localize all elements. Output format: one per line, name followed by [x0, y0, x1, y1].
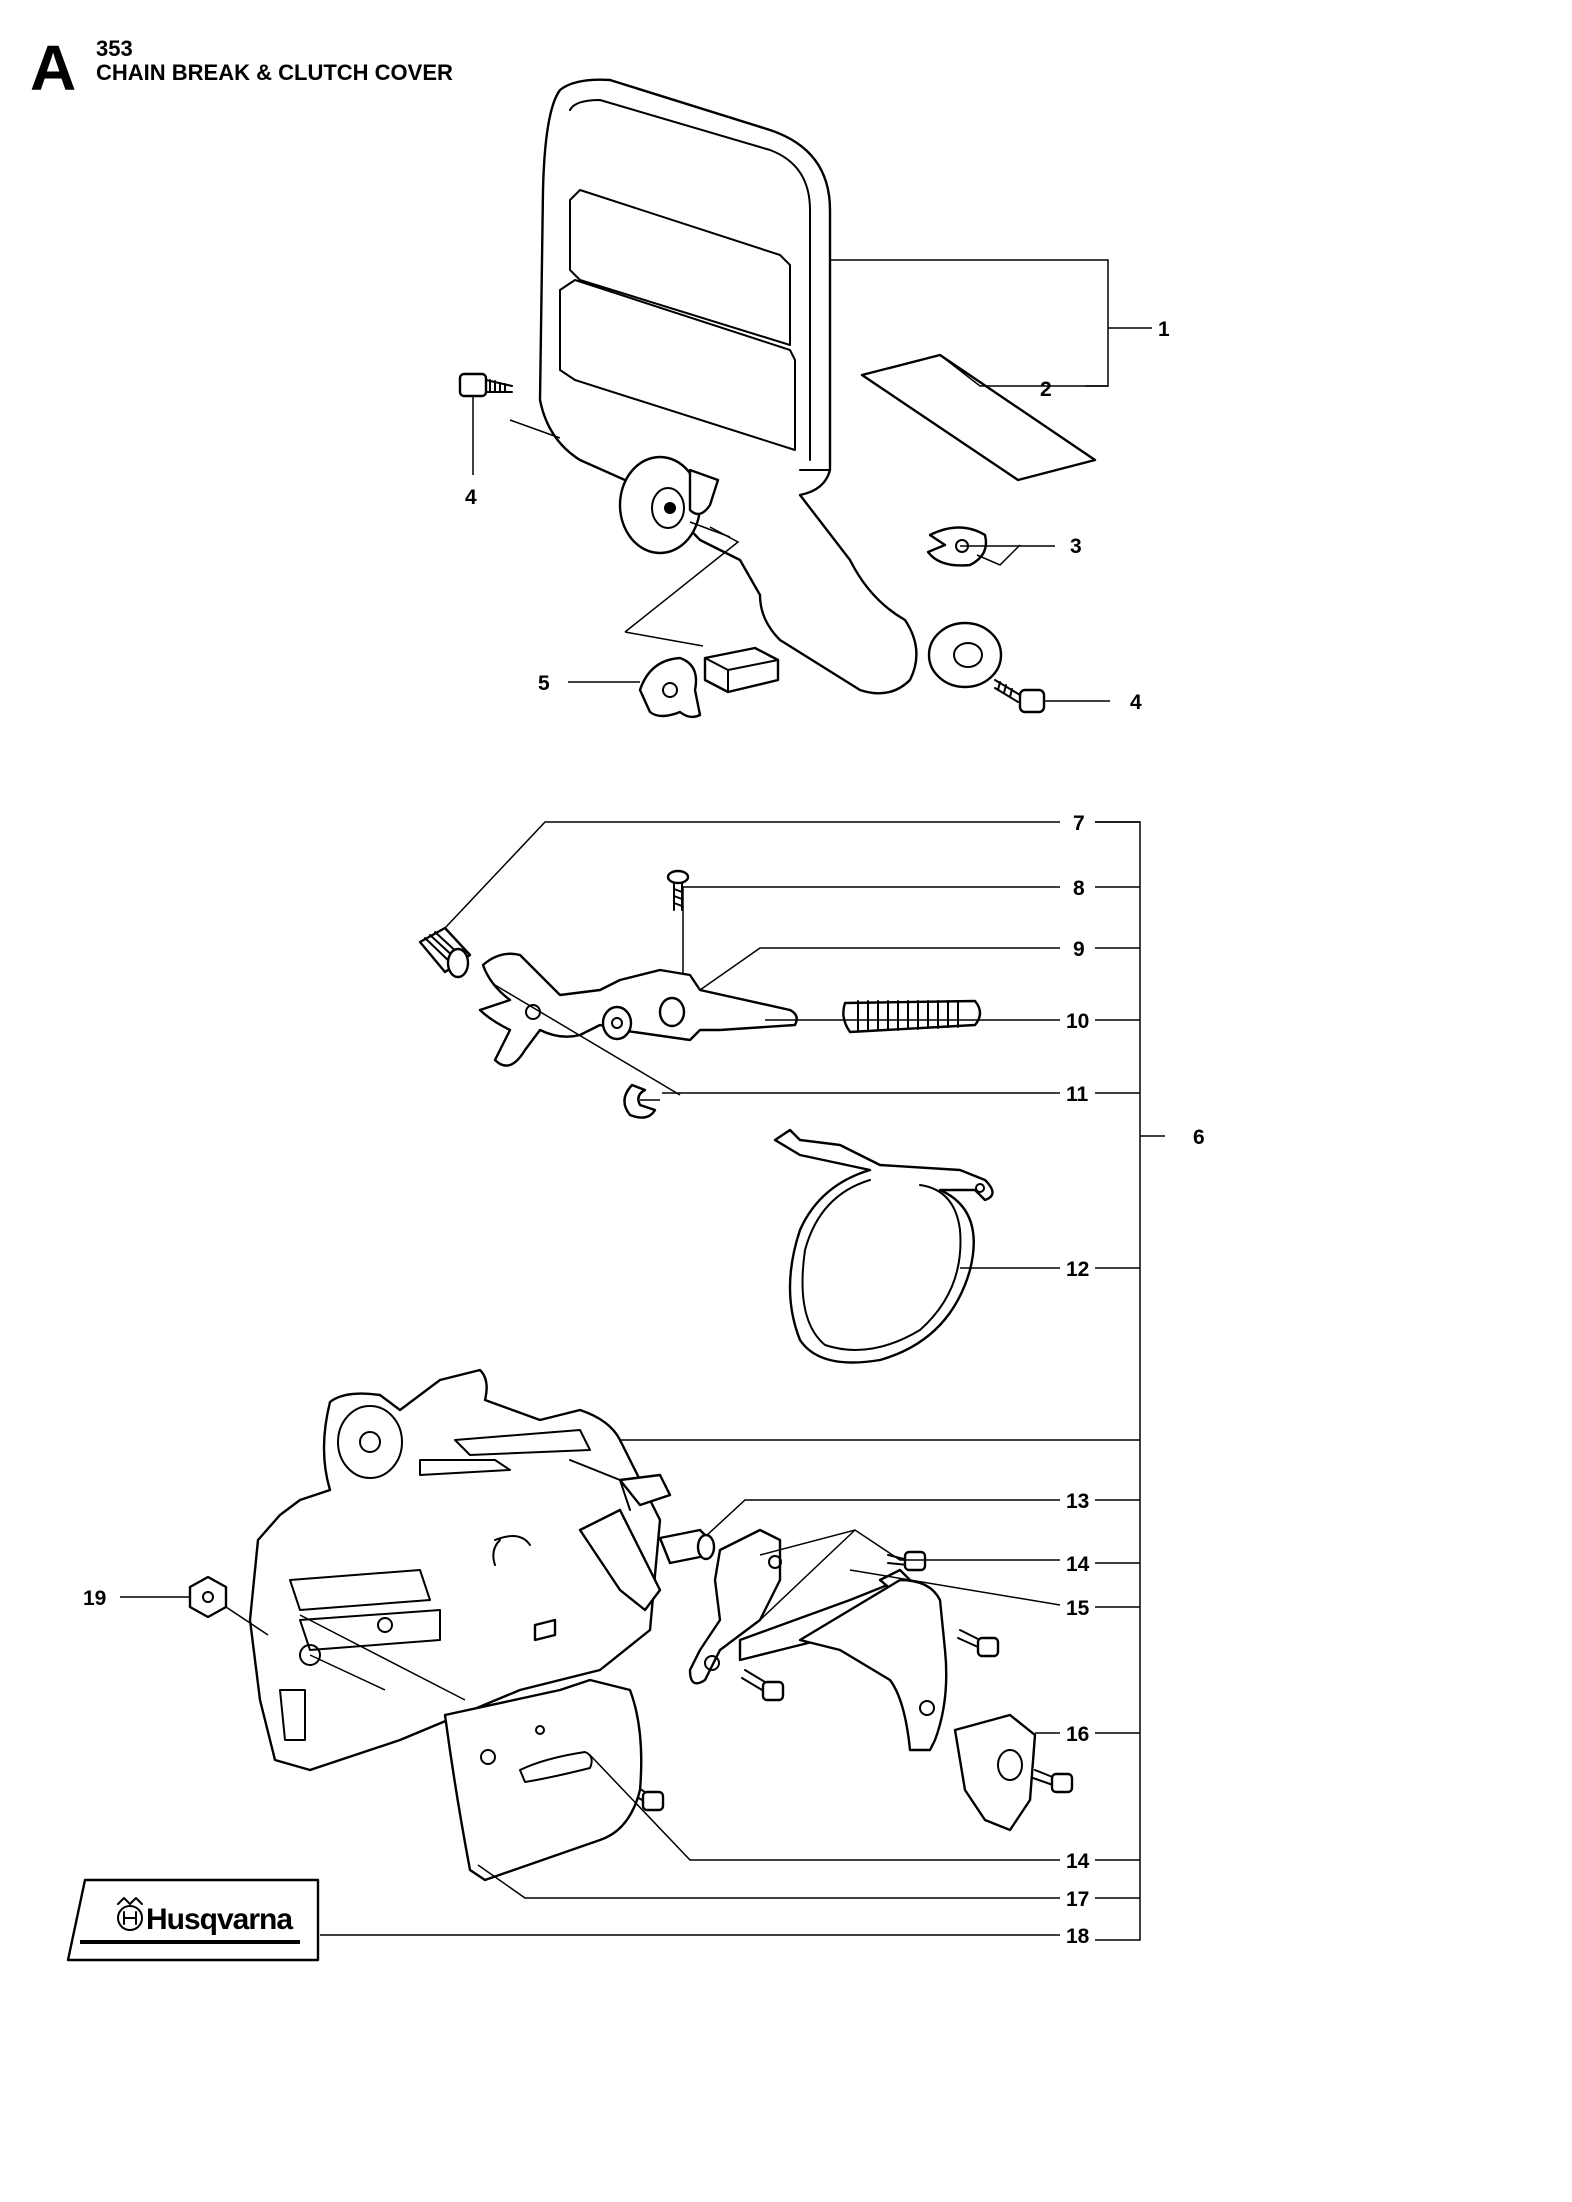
- callout-17: 17: [1066, 1888, 1089, 1911]
- callout-4-lower: 4: [1130, 691, 1142, 714]
- callout-5: 5: [538, 672, 550, 695]
- part-decal-sheet: [860, 353, 1097, 482]
- model-number: 353: [96, 36, 133, 61]
- callout-14-lower: 14: [1066, 1850, 1090, 1873]
- callout-16: 16: [1066, 1723, 1089, 1746]
- callout-8: 8: [1073, 877, 1085, 900]
- part-cam: [638, 646, 780, 719]
- part-screw-upper: [458, 372, 513, 398]
- crown-logo-icon: [117, 1897, 143, 1931]
- part-small-screw: [666, 869, 690, 911]
- page-title: CHAIN BREAK & CLUTCH COVER: [96, 60, 453, 85]
- section-letter: A: [30, 32, 76, 104]
- part-small-block: [953, 1713, 1037, 1832]
- callout-15: 15: [1066, 1597, 1090, 1620]
- part-husqvarna-decal: Husqvarna: [66, 1878, 320, 1962]
- part-brake-band: [773, 1128, 994, 1364]
- part-sleeve: [418, 926, 472, 979]
- callout-19: 19: [83, 1587, 106, 1610]
- part-washer-clip: [926, 526, 988, 567]
- part-screw-lower: [994, 679, 1046, 714]
- callout-9: 9: [1073, 938, 1085, 961]
- callout-12: 12: [1066, 1258, 1089, 1281]
- decal-brand-text: Husqvarna: [146, 1903, 293, 1936]
- part-spring: [842, 999, 982, 1034]
- callout-10: 10: [1066, 1010, 1089, 1033]
- part-nut: [188, 1575, 228, 1619]
- callout-2: 2: [1040, 378, 1052, 401]
- callout-14-upper: 14: [1066, 1553, 1090, 1576]
- part-screw-14-left: [741, 1669, 785, 1702]
- callout-7: 7: [1073, 812, 1085, 835]
- part-cover-plate: [443, 1678, 643, 1882]
- part-clip: [623, 1083, 657, 1119]
- part-clutch-cover: [248, 1368, 672, 1772]
- callout-13: 13: [1066, 1490, 1089, 1513]
- part-screw-14-upper: [887, 1550, 927, 1572]
- callout-1: 1: [1158, 318, 1170, 341]
- callout-11: 11: [1066, 1083, 1089, 1106]
- part-pin: [658, 1528, 716, 1565]
- part-screw-14-right: [957, 1629, 1000, 1658]
- callout-4-upper: 4: [465, 486, 477, 509]
- part-guard-plate: [798, 1578, 948, 1752]
- callout-18: 18: [1066, 1925, 1090, 1948]
- part-screw-16: [1032, 1769, 1074, 1794]
- part-brake-lever: [478, 952, 798, 1067]
- callout-6: 6: [1193, 1126, 1205, 1149]
- callout-3: 3: [1070, 535, 1082, 558]
